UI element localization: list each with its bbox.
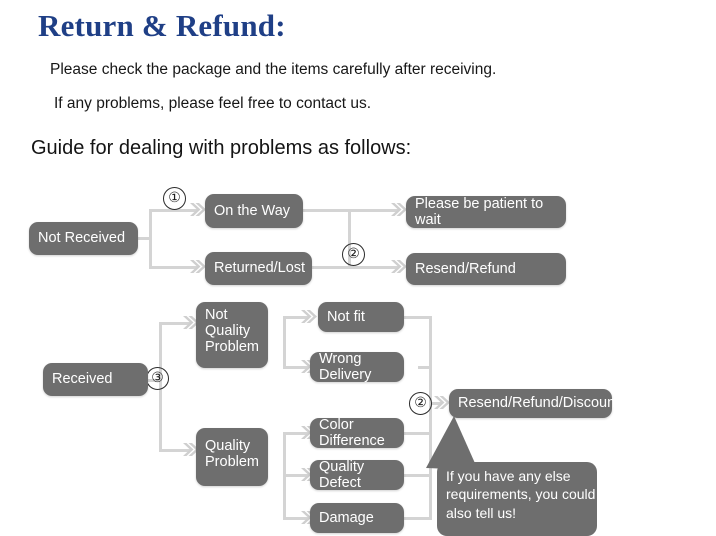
intro-line-2: If any problems, please feel free to con… [54, 95, 372, 112]
connector-to-color-difference [283, 432, 308, 435]
connector-to-wrong-delivery [283, 366, 308, 369]
node-quality-problem-line2: Problem [205, 454, 259, 471]
callout-line-1: If you have any else [446, 468, 571, 484]
callout-bubble: If you have any else requirements, you c… [437, 462, 597, 536]
arrow-icon-please-wait [391, 201, 407, 218]
connector-to-damage [283, 517, 308, 520]
arrow-icon-resend-refund [391, 258, 407, 275]
node-wrong-delivery[interactable]: Wrong Delivery [310, 351, 404, 383]
node-not-fit[interactable]: Not fit [318, 302, 404, 332]
connector-on-the-way-out [303, 209, 351, 212]
node-received[interactable]: Received [43, 363, 148, 396]
connector-to-resend-refund [303, 266, 398, 269]
connector-not-received-bus [149, 209, 152, 269]
node-please-be-patient[interactable]: Please be patient to wait [406, 196, 566, 228]
collector-not-fit [404, 316, 432, 319]
intro-line-1: Please check the package and the items c… [50, 61, 497, 78]
node-damage[interactable]: Damage [310, 503, 404, 533]
marker-two-top: ② [342, 243, 365, 266]
connector-not-quality-out-bus [283, 316, 286, 368]
marker-one: ① [163, 187, 186, 210]
marker-two-bottom: ② [409, 392, 432, 415]
collector-to-resend-discount [429, 402, 441, 405]
connector-to-on-the-way [149, 209, 197, 212]
arrow-icon-quality-problem [183, 441, 199, 458]
marker-three: ③ [146, 367, 169, 390]
node-on-the-way[interactable]: On the Way [205, 194, 303, 228]
callout-line-3: also tell us! [446, 504, 517, 521]
node-resend-refund[interactable]: Resend/Refund [406, 253, 566, 285]
node-not-received[interactable]: Not Received [29, 222, 138, 255]
connector-to-quality-defect [283, 474, 308, 477]
node-returned-lost[interactable]: Returned/Lost [205, 252, 312, 285]
node-not-quality-problem-line1: Not [205, 307, 228, 323]
node-quality-problem-line1: Quality [205, 438, 251, 454]
collector-wrong-delivery [418, 366, 432, 369]
collector-damage [404, 517, 432, 520]
page-title: Return & Refund: [38, 8, 286, 43]
callout-line-2: requirements, you could [446, 486, 596, 503]
connector-to-quality-problem [159, 449, 190, 452]
arrow-icon-returned-lost [190, 258, 206, 275]
collector-vertical-bus [429, 316, 432, 520]
callout-tail [426, 416, 478, 470]
guide-heading: Guide for dealing with problems as follo… [31, 137, 412, 159]
node-not-quality-problem-line2: Quality [205, 323, 251, 340]
node-quality-problem[interactable]: Quality Problem [196, 428, 268, 486]
node-not-quality-problem-line3: Problem [205, 339, 259, 356]
connector-top-right-bus [348, 209, 351, 267]
arrow-icon-not-fit [301, 308, 317, 325]
connector-to-not-fit [283, 316, 308, 319]
arrow-icon-on-the-way [190, 201, 206, 218]
collector-quality-defect [404, 474, 432, 477]
collector-color-difference [404, 432, 432, 435]
node-quality-defect[interactable]: Quality Defect [310, 459, 404, 491]
node-not-quality-problem[interactable]: Not Quality Problem [196, 302, 268, 368]
connector-to-returned-lost [149, 266, 197, 269]
node-resend-refund-discount[interactable]: Resend/Refund/Discount [449, 389, 619, 418]
connector-to-not-quality-problem [159, 322, 190, 325]
arrow-icon-not-quality-problem [183, 314, 199, 331]
node-color-difference[interactable]: Color Difference [310, 417, 404, 449]
arrow-icon-resend-refund-discount [434, 394, 450, 411]
connector-to-please-wait [348, 209, 398, 212]
connector-not-received-stub [138, 237, 152, 240]
